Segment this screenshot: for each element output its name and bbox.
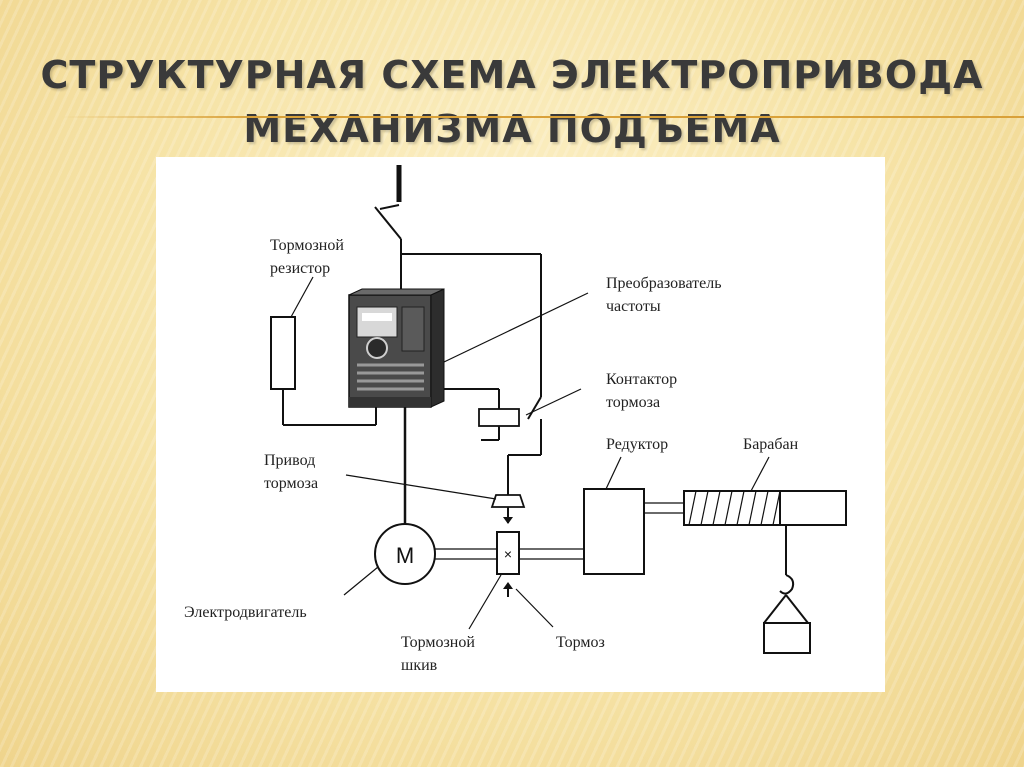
motor-symbol: М: [396, 543, 414, 568]
label-contactor-2: тормоза: [606, 394, 660, 411]
drum: [683, 490, 847, 526]
label-converter-2: частоты: [606, 298, 661, 315]
brake-contactor: [444, 388, 542, 495]
hoist-drive-diagram: × М: [184, 165, 847, 674]
gearbox: [583, 488, 645, 575]
label-brake-pulley-1: Тормозной: [401, 634, 475, 651]
supply-switch: [374, 165, 542, 397]
slide-title: СТРУКТУРНАЯ СХЕМА ЭЛЕКТРОПРИВОДА МЕХАНИЗ…: [0, 48, 1024, 156]
brake-resistor: [270, 316, 377, 426]
label-brake-drive-1: Привод: [264, 452, 315, 469]
leader-lines: [290, 276, 770, 630]
label-brake-resistor-2: резистор: [270, 260, 330, 277]
diagram-panel: × М: [156, 157, 885, 692]
label-drum: Барабан: [743, 436, 799, 453]
label-brake-pulley-2: шкив: [401, 657, 438, 674]
label-brake-resistor-1: Тормозной: [270, 237, 344, 254]
title-divider: [60, 116, 1024, 118]
motor: М: [374, 523, 436, 585]
brake-drive: [490, 494, 526, 524]
frequency-converter: [348, 288, 445, 408]
label-contactor-1: Контактор: [606, 371, 677, 388]
label-converter-1: Преобразователь: [606, 275, 722, 292]
shaft: [435, 548, 584, 560]
hook-and-load: [763, 525, 811, 654]
brake-pulley: ×: [496, 531, 520, 597]
label-gearbox: Редуктор: [606, 436, 668, 453]
label-brake: Тормоз: [556, 634, 605, 651]
label-brake-drive-2: тормоза: [264, 475, 318, 492]
slide-title-line-1: СТРУКТУРНАЯ СХЕМА ЭЛЕКТРОПРИВОДА: [40, 53, 984, 97]
gearbox-shaft: [644, 502, 684, 514]
svg-text:×: ×: [504, 546, 512, 562]
label-motor: Электродвигатель: [184, 604, 307, 621]
slide-title-line-2: МЕХАНИЗМА ПОДЪЕМА: [243, 107, 781, 151]
